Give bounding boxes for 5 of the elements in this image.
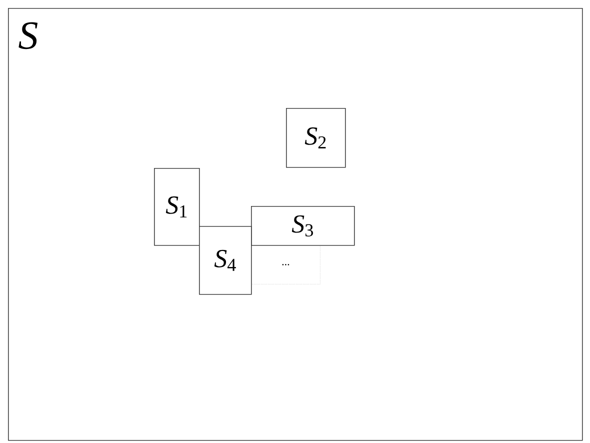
set-box: S$_{2}$ xyxy=(286,108,346,168)
placeholder-box: ... xyxy=(251,244,320,284)
set-box: S$_{1}$ xyxy=(154,168,200,246)
set-box: S$_{3}$ xyxy=(251,206,355,246)
set-box: S$_{4}$ xyxy=(199,226,252,295)
